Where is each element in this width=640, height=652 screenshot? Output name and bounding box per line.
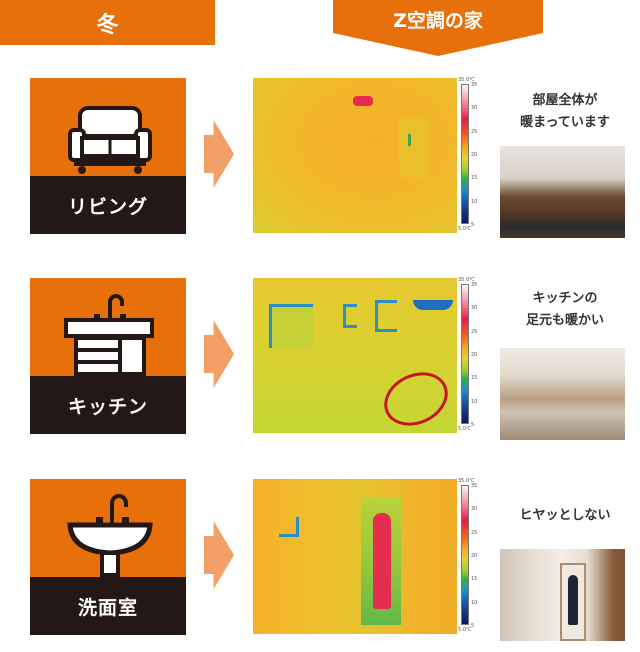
caption-kitchen: キッチンの 足元も暖かい bbox=[495, 288, 635, 332]
scale-tick: 35 bbox=[471, 82, 478, 88]
arrow-right-icon bbox=[204, 320, 234, 388]
temperature-scale-bar bbox=[461, 485, 469, 625]
arrow-right-icon bbox=[204, 521, 234, 589]
photo-washroom bbox=[500, 549, 625, 641]
temperature-scale-bar bbox=[461, 84, 469, 224]
scale-max-label: 35.0℃ bbox=[458, 77, 475, 83]
scale-tick: 35 bbox=[471, 483, 478, 489]
scale-max-label: 35.0℃ bbox=[458, 277, 475, 283]
thermal-cold-region bbox=[413, 300, 453, 310]
scale-tick: 15 bbox=[471, 375, 478, 382]
scale-tick: 15 bbox=[471, 175, 478, 182]
thermal-window-1 bbox=[269, 304, 313, 348]
arrow-right-icon bbox=[204, 120, 234, 188]
photo-kitchen bbox=[500, 348, 625, 440]
scale-tick: 20 bbox=[471, 351, 478, 358]
temperature-scale-bar bbox=[461, 284, 469, 424]
scale-tick: 10 bbox=[471, 398, 478, 405]
thermal-window-3 bbox=[375, 300, 397, 332]
thermal-image-washroom bbox=[253, 479, 457, 634]
scale-tick: 30 bbox=[471, 305, 478, 312]
room-row-kitchen: キッチン 35.0℃ 35 30 25 20 15 10 5 5.0℃ キッチン… bbox=[0, 277, 640, 440]
scale-min-label: 5.0℃ bbox=[458, 426, 472, 432]
thermal-image-living bbox=[253, 78, 457, 233]
scale-tick: 5 bbox=[471, 622, 475, 629]
season-banner: 冬 bbox=[0, 0, 215, 45]
room-row-living: リビング 35.0℃ 35 30 25 20 15 10 5 5.0℃ 部屋全体… bbox=[0, 77, 640, 238]
room-label: リビング bbox=[67, 195, 148, 218]
house-banner: Z空調の家 bbox=[333, 0, 543, 56]
scale-ticks: 35 30 25 20 15 10 5 bbox=[471, 282, 491, 428]
scale-max-label: 35.0℃ bbox=[458, 478, 475, 484]
scale-tick: 25 bbox=[471, 328, 478, 335]
thermal-cold-spot bbox=[408, 134, 411, 146]
scale-tick: 30 bbox=[471, 506, 478, 513]
caption-line: 足元も暖かい bbox=[525, 313, 604, 328]
scale-ticks: 35 30 25 20 15 10 5 bbox=[471, 483, 491, 629]
room-label-band: 洗面室 bbox=[30, 577, 186, 635]
scale-tick: 30 bbox=[471, 105, 478, 112]
thermal-door-region bbox=[399, 118, 429, 178]
scale-tick: 10 bbox=[471, 198, 478, 205]
room-label: キッチン bbox=[67, 395, 148, 418]
caption-line: 暖まっています bbox=[520, 115, 610, 130]
thermal-window-2 bbox=[343, 304, 357, 328]
room-card-kitchen: キッチン bbox=[30, 278, 186, 434]
kitchen-sink-icon bbox=[64, 294, 154, 378]
room-label-band: キッチン bbox=[30, 376, 186, 434]
scale-tick: 25 bbox=[471, 128, 478, 135]
washbasin-icon bbox=[67, 494, 153, 579]
caption-line: キッチンの bbox=[532, 291, 598, 306]
caption-line: 部屋全体が bbox=[532, 93, 598, 108]
thermal-hotspot bbox=[353, 96, 373, 106]
scale-min-label: 5.0℃ bbox=[458, 627, 472, 633]
highlight-circle bbox=[375, 362, 457, 433]
thermal-person bbox=[373, 513, 391, 609]
caption-living: 部屋全体が 暖まっています bbox=[495, 90, 635, 134]
scale-min-label: 5.0℃ bbox=[458, 226, 472, 232]
room-row-washroom: 洗面室 35.0℃ 35 30 25 20 15 10 5 5.0℃ ヒヤッとし… bbox=[0, 478, 640, 641]
scale-tick: 25 bbox=[471, 529, 478, 536]
sofa-icon bbox=[68, 106, 152, 174]
thermal-image-kitchen bbox=[253, 278, 457, 433]
caption-washroom: ヒヤッとしない bbox=[495, 505, 635, 527]
scale-tick: 20 bbox=[471, 552, 478, 559]
scale-tick: 15 bbox=[471, 576, 478, 583]
photo-living bbox=[500, 146, 625, 238]
scale-tick: 20 bbox=[471, 151, 478, 158]
scale-tick: 5 bbox=[471, 421, 475, 428]
house-label: Z空調の家 bbox=[393, 10, 483, 32]
caption-line: ヒヤッとしない bbox=[519, 508, 611, 523]
scale-tick: 10 bbox=[471, 599, 478, 606]
room-label-band: リビング bbox=[30, 176, 186, 234]
season-label: 冬 bbox=[96, 12, 119, 38]
room-card-washroom: 洗面室 bbox=[30, 479, 186, 635]
room-card-living: リビング bbox=[30, 78, 186, 234]
photo-person bbox=[568, 575, 578, 625]
scale-tick: 5 bbox=[471, 221, 475, 228]
scale-tick: 35 bbox=[471, 282, 478, 288]
scale-ticks: 35 30 25 20 15 10 5 bbox=[471, 82, 491, 228]
thermal-window bbox=[279, 517, 299, 537]
room-label: 洗面室 bbox=[77, 596, 138, 619]
